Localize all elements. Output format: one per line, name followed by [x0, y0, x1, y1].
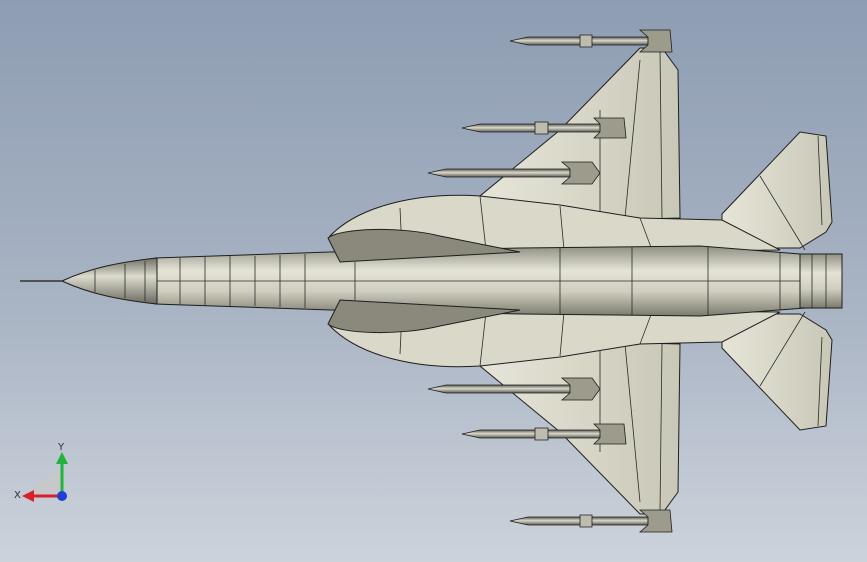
missiles [427, 29, 673, 533]
upper-wing [479, 47, 681, 223]
axis-triad: Y X [14, 442, 68, 502]
missile [509, 509, 673, 533]
triad-plane [32, 472, 62, 496]
aircraft-model[interactable] [20, 47, 843, 515]
nose-panel-lines [94, 261, 146, 301]
missile [509, 29, 673, 53]
fuselage-panel-lines [155, 246, 800, 316]
nozzle-lines [811, 254, 827, 308]
intake-lower [327, 299, 521, 334]
missile [427, 161, 601, 185]
missile [427, 377, 601, 401]
engine-nozzle [799, 253, 843, 309]
tail-panel-lines [759, 135, 823, 427]
intake-upper [327, 228, 521, 263]
lower-wing [479, 339, 681, 515]
y-axis-label: Y [57, 442, 65, 453]
missile [461, 423, 627, 445]
x-axis-arrow [22, 490, 34, 502]
x-axis-label: X [14, 490, 21, 501]
nose-cone [60, 257, 158, 305]
z-axis-dot [57, 491, 67, 501]
missile [461, 117, 627, 139]
y-axis-arrow [56, 452, 68, 464]
